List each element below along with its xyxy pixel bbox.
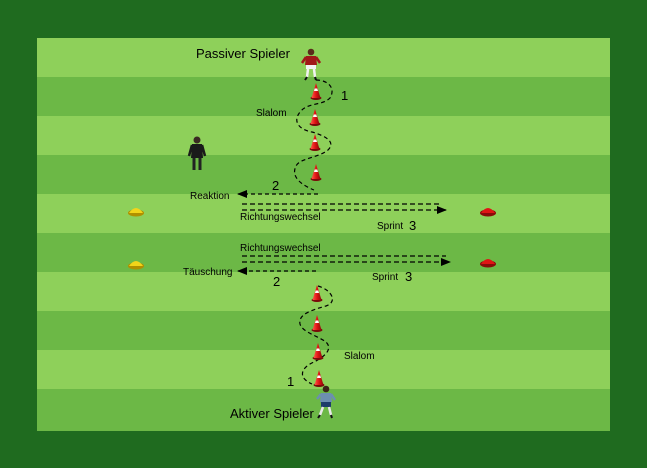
- slalom-cone-icon: [309, 134, 321, 151]
- step-2-top-label: 2: [272, 178, 279, 193]
- passive-player-label: Passiver Spieler: [196, 46, 291, 61]
- field: [37, 38, 610, 431]
- slalom-cones: [309, 83, 325, 387]
- field-stripe: [37, 272, 610, 311]
- slalom-cone-icon: [311, 285, 323, 302]
- flat-markers: [128, 208, 496, 270]
- sprint-label-top: Sprint: [377, 221, 403, 232]
- coach-figure-icon: [187, 136, 207, 170]
- active-player-label: Aktiver Spieler: [230, 406, 314, 421]
- slalom-path-top: [294, 79, 333, 191]
- slalom-cone-icon: [312, 343, 324, 360]
- flat-marker-icon: [128, 261, 144, 270]
- field-stripe: [37, 38, 610, 77]
- field-stripe: [37, 77, 610, 116]
- field-stripe: [37, 233, 610, 272]
- step-1-top-label: 1: [341, 88, 348, 103]
- step-1-bottom-label: 1: [287, 374, 294, 389]
- step-3-bottom-label: 3: [405, 269, 412, 284]
- slalom-cone-icon: [313, 370, 325, 387]
- reaction-label: Reaktion: [190, 191, 229, 202]
- field-stripe: [37, 311, 610, 350]
- sprint-label-bottom: Sprint: [372, 272, 398, 283]
- flat-marker-icon: [480, 208, 496, 217]
- slalom-paths: [294, 79, 334, 385]
- feint-label: Täuschung: [183, 267, 232, 278]
- slalom-cone-icon: [310, 83, 322, 100]
- slalom-label-top: Slalom: [256, 108, 287, 119]
- slalom-path-bottom: [299, 285, 334, 385]
- left-run-arrows: [237, 190, 318, 275]
- passive-player-figure-icon: [300, 48, 322, 81]
- flat-marker-icon: [128, 208, 144, 217]
- direction-change-label-top: Richtungswechsel: [240, 212, 321, 223]
- slalom-label-bottom: Slalom: [344, 351, 375, 362]
- flat-marker-icon: [480, 259, 496, 268]
- slalom-cone-icon: [310, 164, 322, 181]
- step-3-top-label: 3: [409, 218, 416, 233]
- field-stripe: [37, 155, 610, 194]
- field-stripe: [37, 194, 610, 233]
- sprint-arrows: [242, 203, 451, 266]
- step-2-bottom-label: 2: [273, 274, 280, 289]
- active-player-figure-icon: [316, 385, 337, 419]
- direction-change-label-bottom: Richtungswechsel: [240, 243, 321, 254]
- field-stripe: [37, 116, 610, 155]
- slalom-cone-icon: [311, 315, 323, 332]
- labels: Passiver Spieler Aktiver Spieler Slalom …: [183, 46, 416, 421]
- slalom-cone-icon: [309, 109, 321, 126]
